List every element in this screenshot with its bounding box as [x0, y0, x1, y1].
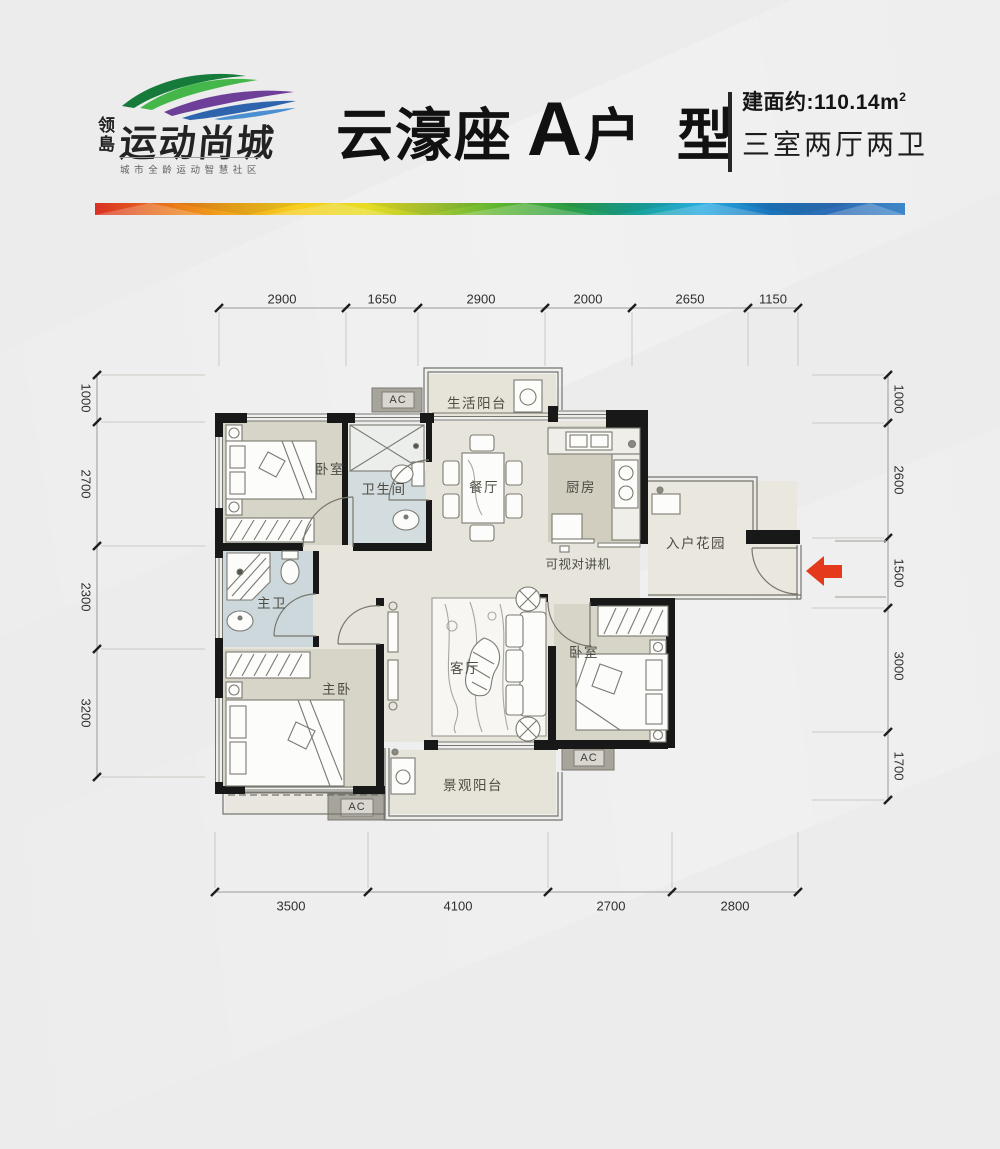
- unit-spec: 建面约:110.14m2 三室两厅两卫: [742, 86, 928, 163]
- dim-left-3: 2300: [78, 582, 94, 612]
- unit-layout: 三室两厅两卫: [742, 129, 929, 160]
- unit-area-text: 建面约:110.14m: [742, 91, 900, 114]
- dim-top-6: 1150: [759, 291, 787, 307]
- dim-bottom-2: 4100: [443, 898, 473, 914]
- dim-right-2: 2600: [891, 465, 907, 495]
- title-divider: [728, 92, 732, 172]
- brand-logo: 领島 运动尚城 城市全龄运动智慧社区: [92, 60, 322, 182]
- label-kitchen: 厨房: [566, 480, 596, 495]
- bed2-furniture: [575, 605, 669, 743]
- doors: [273, 459, 799, 647]
- unit-area-sup: 2: [899, 90, 907, 104]
- logo-tagline: 城市全龄运动智慧社区: [120, 157, 262, 176]
- dim-left-4: 3200: [78, 698, 94, 728]
- title-unit-letter: A: [527, 87, 582, 172]
- label-bedroom1: 卧室: [315, 462, 345, 477]
- label-master-bedroom: 主卧: [322, 682, 352, 697]
- label-bathroom: 卫生间: [361, 482, 407, 497]
- page-title: 云濠座 A 户 型: [336, 86, 744, 173]
- dim-left-1: 1000: [78, 383, 94, 413]
- windows: [215, 410, 606, 794]
- unit-area: 建面约:110.14m2: [742, 86, 928, 116]
- label-living-balcony: 生活阳台: [447, 396, 507, 411]
- furniture: [225, 379, 681, 795]
- dim-top-1: 2900: [267, 291, 297, 307]
- dim-right-1: 1000: [891, 384, 907, 414]
- dim-right-5: 1700: [891, 751, 907, 781]
- dimension-lines: [92, 303, 893, 897]
- dim-right-3: 1500: [891, 558, 907, 588]
- dim-top-4: 2000: [573, 291, 603, 307]
- dim-bottom-3: 2700: [596, 898, 626, 914]
- label-ac-right: AC: [580, 752, 598, 764]
- label-living-room: 客厅: [450, 661, 480, 676]
- master-bed-furniture: [225, 601, 399, 787]
- floor-plan: [92, 303, 893, 897]
- ac-units: [327, 387, 615, 821]
- kitchen-fixtures: [547, 427, 641, 548]
- dim-top-5: 2650: [675, 291, 705, 307]
- color-bar-facets: [95, 203, 905, 215]
- color-bar: [95, 203, 905, 215]
- walls: [215, 406, 800, 794]
- label-bedroom2: 卧室: [569, 645, 599, 660]
- balcony-washer: [390, 748, 416, 795]
- dim-bottom-1: 3500: [276, 898, 306, 914]
- dim-top-2: 1650: [367, 291, 397, 307]
- balcony-walls: [222, 367, 802, 821]
- label-master-bath: 主卫: [257, 596, 287, 611]
- title-unit-suffix: 户 型: [583, 104, 744, 168]
- dining-set: [442, 434, 523, 542]
- label-dining: 餐厅: [469, 480, 499, 495]
- label-view-balcony: 景观阳台: [443, 778, 503, 793]
- intercom-device: [559, 545, 570, 553]
- label-entry-garden: 入户花园: [666, 536, 726, 551]
- laundry-washer: [513, 379, 543, 413]
- dim-left-2: 2700: [78, 469, 94, 499]
- bath1-fixtures: [349, 424, 425, 531]
- bed1-furniture: [225, 424, 317, 543]
- entry-garden-furniture: [651, 486, 681, 515]
- title-building-name: 云濠座: [336, 104, 513, 168]
- label-intercom: 可视对讲机: [545, 557, 611, 572]
- logo-seal-text: 领島: [95, 116, 114, 154]
- dim-bottom-4: 2800: [720, 898, 750, 914]
- dim-right-4: 3000: [891, 651, 907, 681]
- entry-arrow-icon: [806, 556, 842, 586]
- master-bath-fixtures: [226, 550, 300, 632]
- logo-swoosh-icon: [122, 73, 296, 120]
- living-room-furniture: [431, 586, 547, 742]
- dim-top-3: 2900: [466, 291, 496, 307]
- label-ac-bottom: AC: [348, 801, 366, 813]
- label-ac-top: AC: [389, 394, 407, 406]
